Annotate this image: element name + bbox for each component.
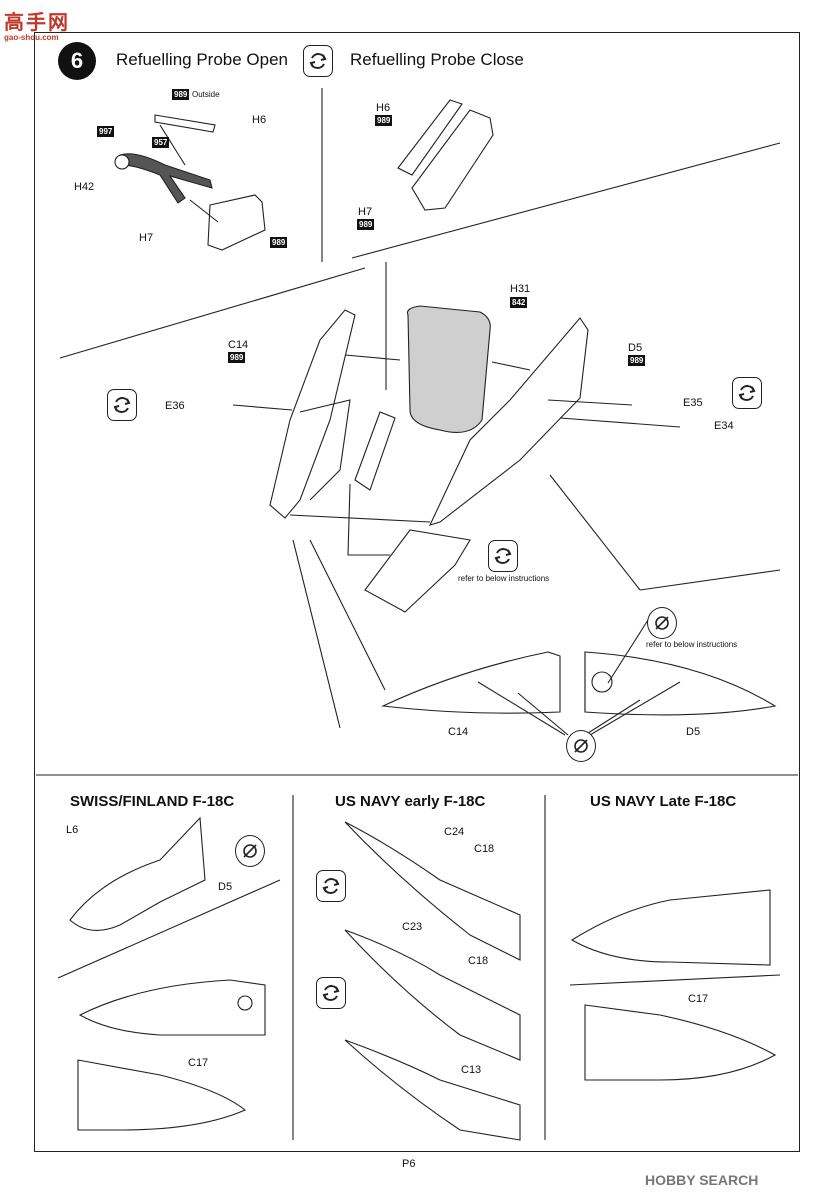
close-h7-code: 989 xyxy=(357,219,375,230)
c14-bottom-label: C14 xyxy=(448,726,469,738)
outside-code: 989 xyxy=(172,89,190,100)
drill-hand-icon xyxy=(235,835,265,867)
code-997: 997 xyxy=(97,126,115,137)
probe-open-heading: Refuelling Probe Open xyxy=(116,50,289,69)
section-title-navy-late: US NAVY Late F-18C xyxy=(590,793,737,810)
d5-code: 989 xyxy=(628,355,646,366)
rotate-icon xyxy=(316,870,346,902)
d5-label: D5 xyxy=(628,342,643,354)
probe-close-heading: Refuelling Probe Close xyxy=(350,50,524,69)
drill-hand-icon xyxy=(647,607,677,639)
c14-code: 989 xyxy=(228,352,246,363)
h7-code: 989 xyxy=(270,237,288,248)
swiss-c17-label: C17 xyxy=(188,1057,209,1069)
h31-code: 842 xyxy=(510,297,528,308)
rotate-icon xyxy=(732,377,762,409)
drill-hand-icon xyxy=(566,730,596,762)
site-name: 高手网 xyxy=(4,12,70,34)
swiss-l6-label: L6 xyxy=(66,824,79,836)
h7-label: H7 xyxy=(139,232,154,244)
section-title-swiss: SWISS/FINLAND F-18C xyxy=(70,793,235,810)
rotate-icon xyxy=(316,977,346,1009)
page-number: P6 xyxy=(402,1158,416,1170)
step-number-badge: 6 xyxy=(58,42,96,80)
hobby-search-watermark: HOBBY SEARCH xyxy=(645,1172,759,1188)
swiss-d5-label: D5 xyxy=(218,881,233,893)
rotate-icon xyxy=(303,45,333,77)
outside-label: Outside xyxy=(192,90,220,99)
refer-instructions-1: refer to below instructions xyxy=(458,574,550,583)
navy-late-c17-label: C17 xyxy=(688,993,709,1005)
e34-label: E34 xyxy=(714,420,734,432)
navy-early-c24-label: C24 xyxy=(444,826,465,838)
navy-early-c18b-label: C18 xyxy=(468,955,489,967)
site-watermark: 高手网 gao-shou.com xyxy=(4,6,70,42)
h42-label: H42 xyxy=(74,181,95,193)
rotate-icon xyxy=(107,389,137,421)
h6-label: H6 xyxy=(252,114,267,126)
close-h6-code: 989 xyxy=(375,115,393,126)
refer-instructions-2: refer to below instructions xyxy=(646,640,738,649)
e36-label: E36 xyxy=(165,400,185,412)
navy-early-c18a-label: C18 xyxy=(474,843,495,855)
h31-label: H31 xyxy=(510,283,531,295)
site-url: gao-shou.com xyxy=(4,33,59,42)
close-h7-label: H7 xyxy=(358,206,373,218)
e35-label: E35 xyxy=(683,397,703,409)
page-frame xyxy=(34,32,800,1152)
close-h6-label: H6 xyxy=(376,102,391,114)
section-title-navy-early: US NAVY early F-18C xyxy=(335,793,486,810)
code-957: 957 xyxy=(152,137,170,148)
navy-early-c13-label: C13 xyxy=(461,1064,482,1076)
c14-label: C14 xyxy=(228,339,249,351)
rotate-icon xyxy=(488,540,518,572)
navy-early-c23-label: C23 xyxy=(402,921,423,933)
d5-bottom-label: D5 xyxy=(686,726,701,738)
